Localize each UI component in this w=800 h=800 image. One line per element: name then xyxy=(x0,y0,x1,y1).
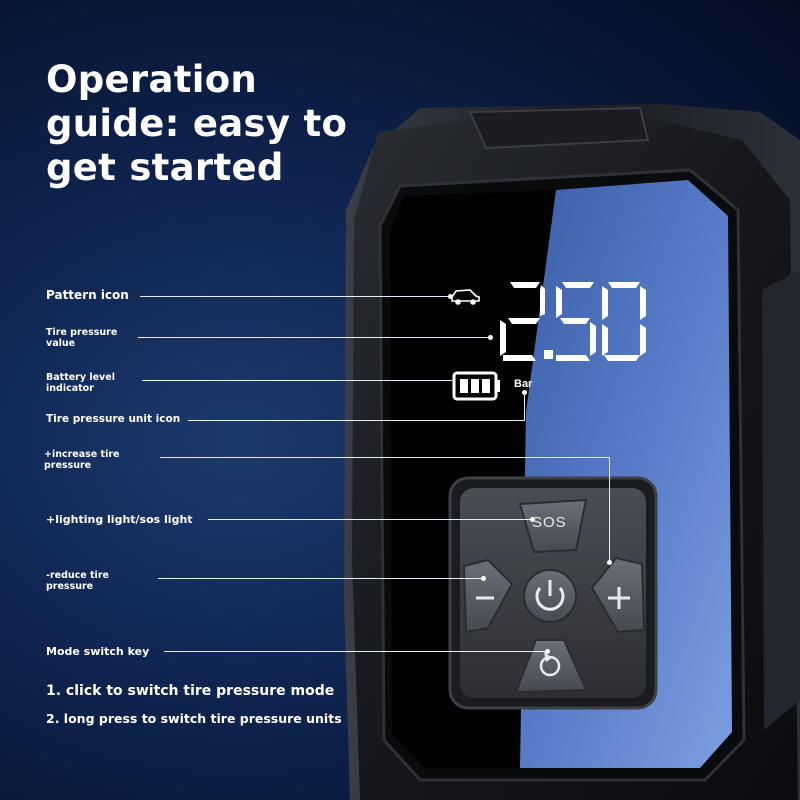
power-button[interactable] xyxy=(524,570,576,622)
callout-mode-key: Mode switch key xyxy=(46,645,150,658)
mode-switch-button[interactable] xyxy=(518,640,584,692)
sos-button[interactable]: SOS xyxy=(532,514,567,531)
callout-line xyxy=(609,457,610,563)
callout-pattern-icon: Pattern icon xyxy=(46,288,129,302)
callout-dot xyxy=(545,649,550,654)
callout-dot xyxy=(488,335,493,340)
callout-line xyxy=(140,296,452,297)
callout-line xyxy=(158,578,484,579)
callout-dot xyxy=(522,390,527,395)
callout-line xyxy=(138,337,492,338)
callout-dot xyxy=(607,560,612,565)
battery-icon xyxy=(452,371,500,401)
callout-line xyxy=(164,651,548,652)
plus-button[interactable] xyxy=(594,558,644,632)
callout-line xyxy=(188,420,524,421)
mode-button-shape xyxy=(514,639,588,694)
callout-line xyxy=(208,519,534,520)
note-click: 1. click to switch tire pressure mode xyxy=(46,683,335,699)
sos-button-shape xyxy=(518,498,588,554)
page-title: Operation guide: easy to get started xyxy=(46,58,348,189)
callout-light: +lighting light/sos light xyxy=(46,513,193,526)
callout-increase: +increase tire pressure xyxy=(44,449,120,471)
callout-battery: Battery level indicator xyxy=(46,372,115,394)
callout-dot xyxy=(448,294,453,299)
pressure-digits xyxy=(500,282,646,361)
callout-unit-icon: Tire pressure unit icon xyxy=(46,413,181,425)
callout-pressure-value: Tire pressure value xyxy=(46,327,118,349)
callout-dot xyxy=(530,517,535,522)
callout-reduce: -reduce tire pressure xyxy=(46,570,109,592)
car-pattern-icon xyxy=(451,289,480,305)
callout-line xyxy=(524,392,525,421)
callout-line xyxy=(142,380,452,381)
minus-button[interactable] xyxy=(464,560,510,632)
callout-line xyxy=(160,457,610,458)
callout-dot xyxy=(481,576,486,581)
note-long-press: 2. long press to switch tire pressure un… xyxy=(46,711,342,726)
unit-text: Bar xyxy=(514,378,533,390)
